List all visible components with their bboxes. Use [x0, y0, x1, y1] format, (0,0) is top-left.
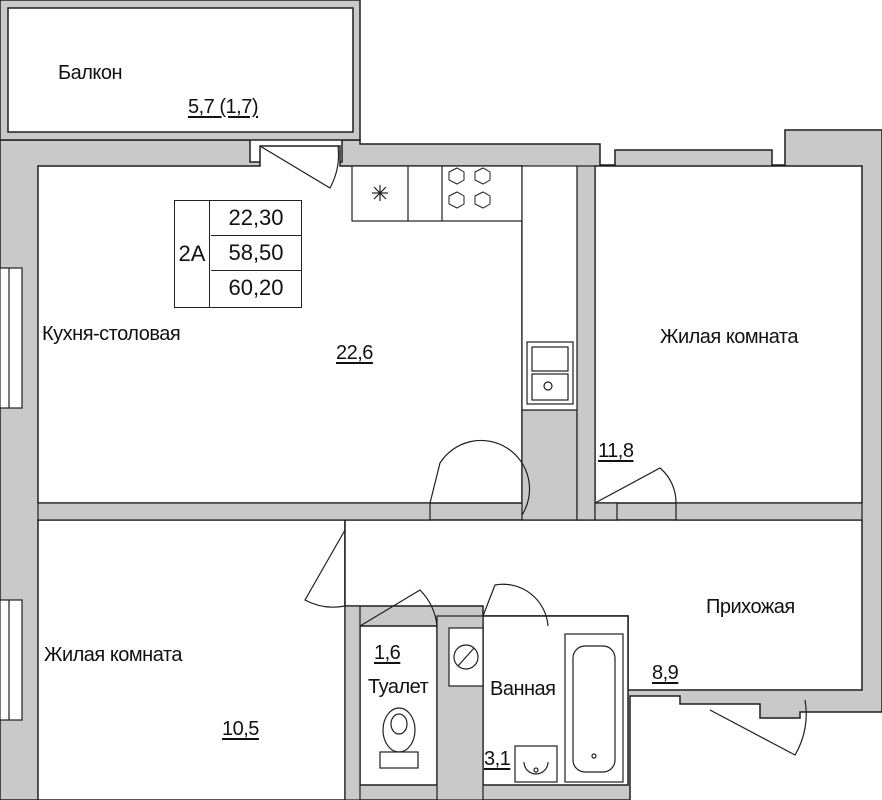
bathroom-name: Ванная	[490, 678, 556, 700]
summary-value-2: 58,50	[211, 236, 301, 271]
living-room-left-name: Жилая комната	[44, 644, 182, 666]
bathroom-area: 3,1	[484, 748, 511, 770]
stove-icon	[448, 167, 491, 209]
toilet-area: 1,6	[374, 642, 401, 664]
toilet-icon	[379, 707, 419, 769]
kitchen-name: Кухня-столовая	[42, 323, 181, 345]
fan-icon	[372, 185, 388, 201]
windows	[0, 267, 23, 721]
summary-value-1: 22,30	[211, 201, 301, 236]
hallway-area: 8,9	[652, 662, 679, 684]
room-floors	[37, 145, 863, 800]
balcony-area: 5,7 (1,7)	[188, 96, 258, 118]
doors	[259, 145, 807, 756]
kitchen-area: 22,6	[336, 342, 373, 364]
apartment-type: 2А	[175, 201, 210, 307]
living-room-left-area: 10,5	[222, 718, 259, 740]
washbasin-icon	[514, 745, 558, 783]
toilet-name: Туалет	[368, 676, 429, 698]
living-room-right-name: Жилая комната	[660, 326, 798, 348]
inner-walls	[37, 165, 863, 800]
summary-value-3: 60,20	[228, 275, 284, 300]
hallway-name: Прихожая	[706, 596, 795, 618]
bathtub-icon	[564, 633, 624, 783]
apartment-summary-table: 2А 22,30 58,50 60,20	[174, 200, 302, 308]
living-room-right-area: 11,8	[598, 440, 634, 462]
balcony-name: Балкон	[58, 62, 123, 84]
meter-icon	[453, 644, 479, 670]
balcony	[0, 0, 361, 141]
